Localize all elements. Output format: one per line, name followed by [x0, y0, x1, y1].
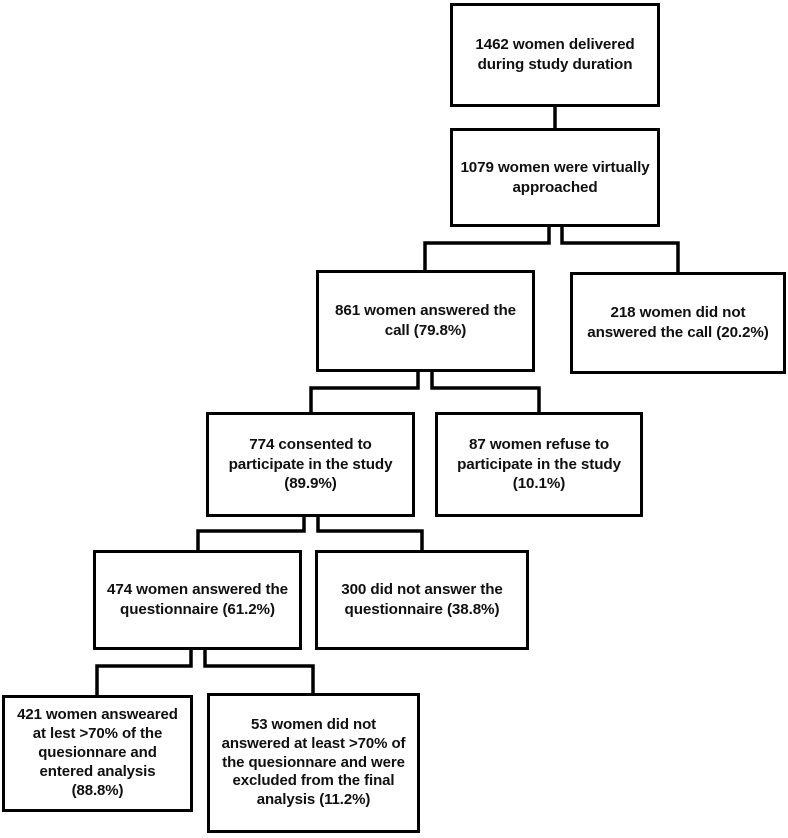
- edge-consented-split-right: [316, 517, 424, 550]
- node-included[interactable]: 421 women answeared at lest >70% of the …: [2, 695, 193, 812]
- edge-answeredq-split-left: [95, 650, 193, 695]
- node-answered-questionnaire[interactable]: 474 women answered the questionnaire (61…: [93, 550, 302, 650]
- edge-answeredcall-split-right: [430, 372, 541, 412]
- node-answered-call-label: 861 women answered the call (79.8%): [335, 302, 516, 339]
- edge-consented-split-left: [196, 517, 306, 550]
- node-excluded[interactable]: 53 women did not answered at least >70% …: [207, 693, 420, 833]
- edge-answeredcall-split-left: [309, 372, 420, 412]
- node-refused-label: 87 women refuse to participate in the st…: [457, 435, 621, 493]
- edge-answeredq-split-right: [203, 650, 315, 693]
- node-refused[interactable]: 87 women refuse to participate in the st…: [435, 412, 643, 517]
- node-approached-label: 1079 women were virtually approached: [460, 158, 650, 196]
- node-not-answered-questionnaire[interactable]: 300 did not answer the questionnaire (38…: [315, 550, 529, 650]
- edge-approached-split-left: [423, 227, 551, 270]
- node-answered-call[interactable]: 861 women answered the call (79.8%): [316, 270, 535, 372]
- node-delivered-label: 1462 women delivered during study durati…: [475, 36, 635, 73]
- node-not-answered-questionnaire-label: 300 did not answer the questionnaire (38…: [341, 581, 503, 618]
- node-included-label: 421 women answeared at lest >70% of the …: [17, 706, 178, 799]
- node-consented[interactable]: 774 consented to participate in the stud…: [206, 412, 415, 517]
- node-consented-label: 774 consented to participate in the stud…: [228, 435, 393, 493]
- node-excluded-label: 53 women did not answered at least >70% …: [221, 715, 406, 809]
- node-not-answered-call-label: 218 women did not answered the call (20.…: [587, 304, 769, 341]
- edge-approached-split-right: [560, 227, 680, 272]
- node-approached[interactable]: 1079 women were virtually approached: [450, 128, 660, 227]
- node-answered-questionnaire-label: 474 women answered the questionnaire (61…: [107, 581, 288, 618]
- node-delivered[interactable]: 1462 women delivered during study durati…: [450, 3, 660, 107]
- node-not-answered-call[interactable]: 218 women did not answered the call (20.…: [570, 272, 786, 374]
